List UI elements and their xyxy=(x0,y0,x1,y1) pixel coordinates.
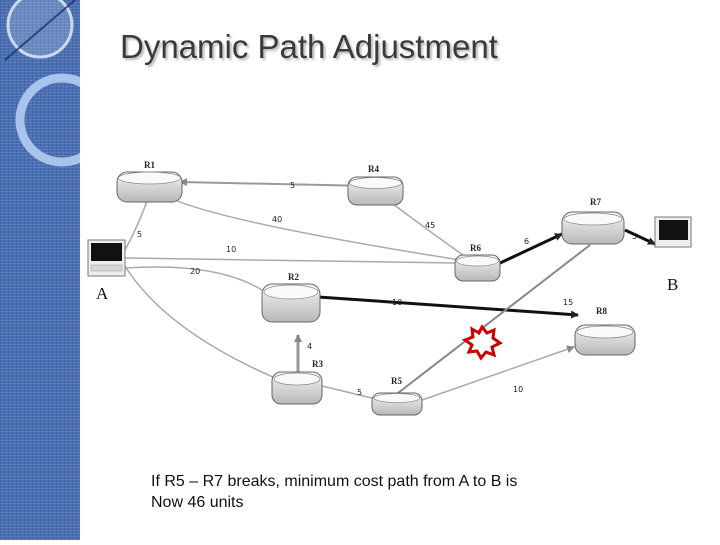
weight-a-r2: 20 xyxy=(190,267,200,276)
link-r3-r5 xyxy=(317,384,381,401)
router-r3-node xyxy=(271,371,323,405)
router-r7-node xyxy=(561,211,625,245)
link-break-marker xyxy=(461,324,503,361)
weight-r2-r8: 10 xyxy=(392,298,402,307)
weight-r4-r6: 45 xyxy=(425,221,435,230)
link-a-r6 xyxy=(124,257,456,264)
weight-a-r6: 10 xyxy=(226,245,236,254)
weight-r6-r7: 6 xyxy=(524,237,529,246)
weight-a-r1: 5 xyxy=(137,230,142,239)
link-r6-r7 xyxy=(497,232,563,266)
host-b-label: B xyxy=(667,275,678,294)
router-r5-node xyxy=(371,392,423,416)
router-r7-label: R7 xyxy=(590,197,601,207)
weight-r1-r6: 40 xyxy=(272,215,282,224)
router-r8-label: R8 xyxy=(596,306,607,316)
router-r2-node xyxy=(261,283,321,323)
link-a-r1 xyxy=(124,197,149,251)
router-r4-label: R4 xyxy=(368,164,379,174)
router-r5-label: R5 xyxy=(391,376,402,386)
caption-line-1: If R5 – R7 breaks, minimum cost path fro… xyxy=(151,473,518,490)
router-r4-node xyxy=(347,176,404,206)
caption-line-2: Now 46 units xyxy=(151,494,244,511)
link-r5-r8 xyxy=(421,345,575,401)
host-a-label: A xyxy=(96,284,109,303)
link-r1-r4 xyxy=(179,178,371,187)
host-b-computer-icon xyxy=(654,216,692,248)
link-r7-b xyxy=(624,228,656,246)
router-r3-label: R3 xyxy=(312,359,323,369)
weight-r3-r5: 5 xyxy=(357,388,362,397)
router-r1-node xyxy=(116,171,183,203)
links-layer xyxy=(124,178,656,401)
slide-title: Dynamic Path Adjustment xyxy=(120,28,498,65)
weight-r1-r4: 5 xyxy=(290,181,295,190)
weight-r5-r8: 10 xyxy=(513,385,523,394)
router-r6-node xyxy=(454,254,501,282)
weight-r2-r3: 4 xyxy=(307,342,312,351)
router-r2-label: R2 xyxy=(288,272,299,282)
slide-sidebar-decoration xyxy=(0,0,109,540)
router-r1-label: R1 xyxy=(144,160,155,170)
host-a-computer-icon xyxy=(87,239,126,277)
weight-r5-r7: 15 xyxy=(563,298,573,307)
slide-caption: If R5 – R7 breaks, minimum cost path fro… xyxy=(151,471,517,513)
weight-r7-b: 5 xyxy=(632,232,637,241)
link-a-r3 xyxy=(124,265,276,379)
link-r2-r8 xyxy=(317,295,579,319)
router-r6-label: R6 xyxy=(470,243,481,253)
link-r5-r7 xyxy=(397,244,591,394)
router-r8-node xyxy=(574,324,636,356)
link-a-r2 xyxy=(124,266,266,293)
link-r1-r6 xyxy=(167,196,461,261)
